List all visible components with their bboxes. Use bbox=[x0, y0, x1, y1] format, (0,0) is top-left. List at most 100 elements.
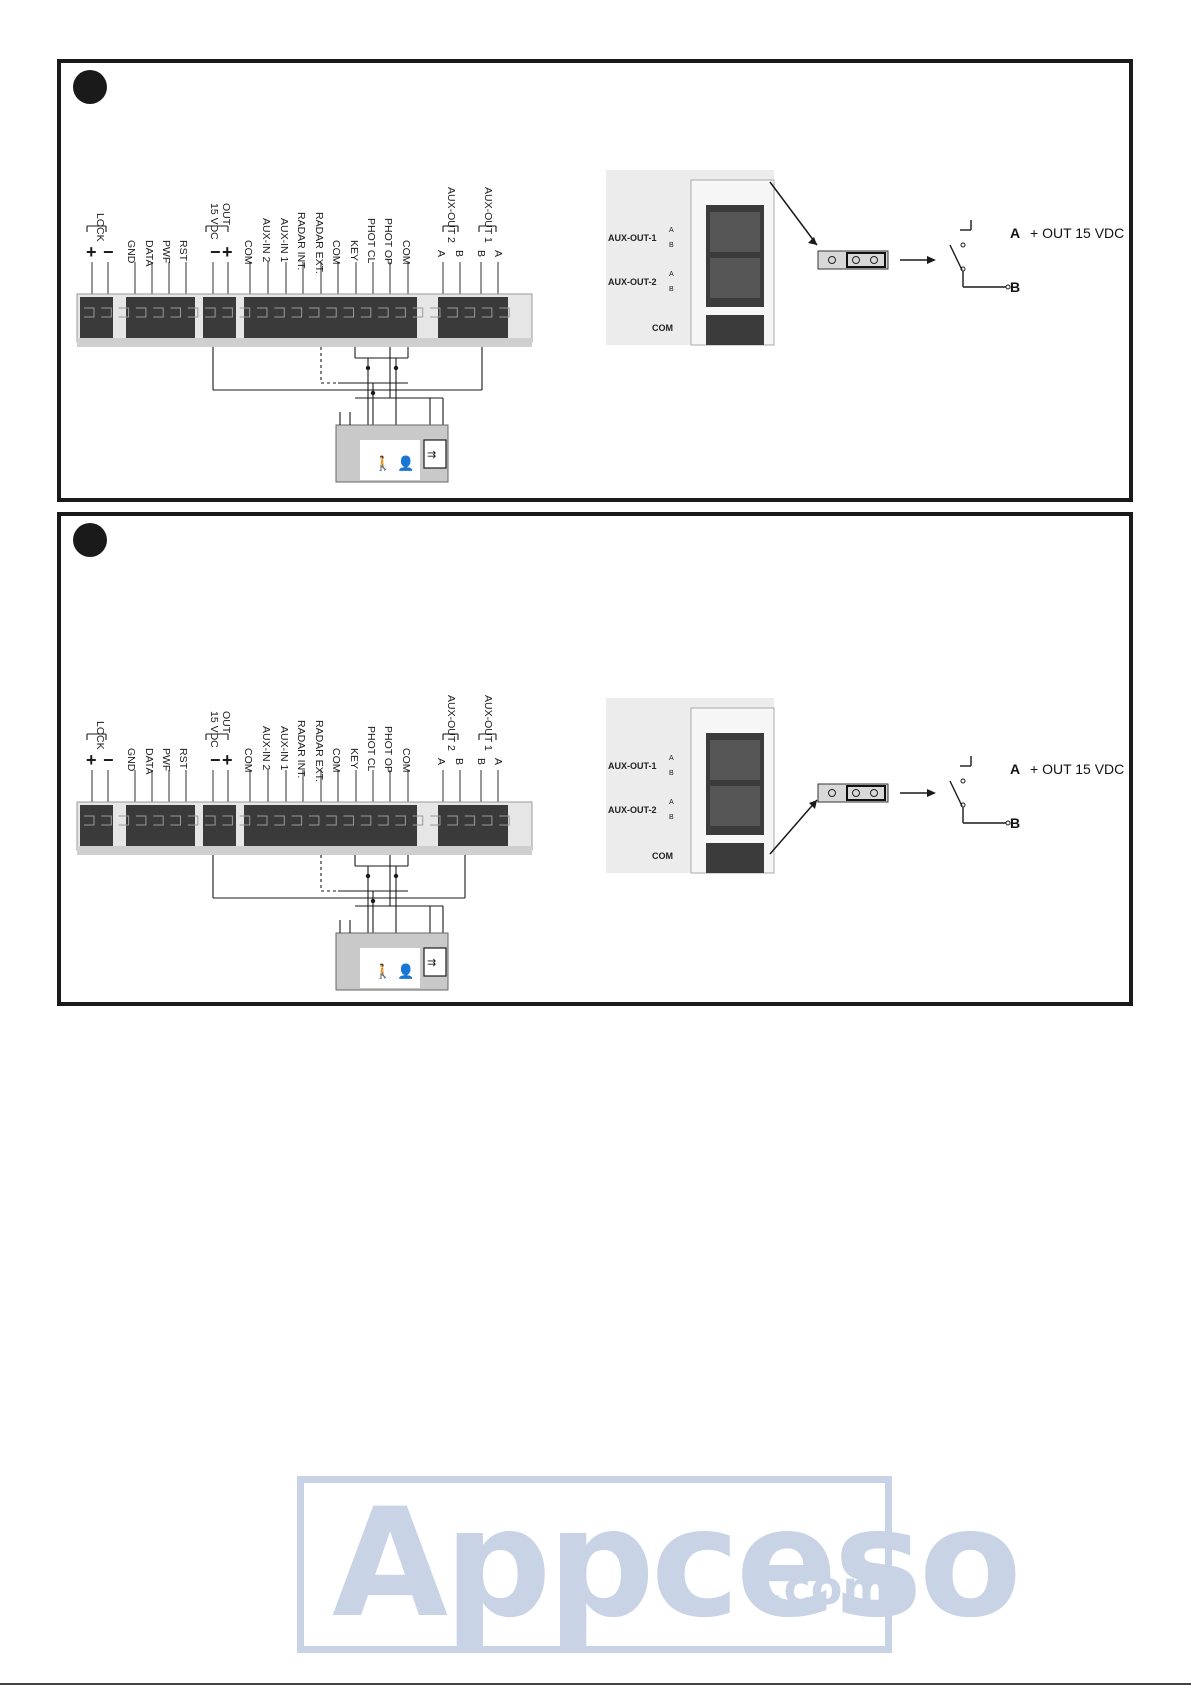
pointer-arrow bbox=[769, 799, 818, 855]
watermark-logo: Appceso .com bbox=[297, 1476, 1022, 1653]
terminal-slot bbox=[222, 815, 233, 826]
label-pin: A bbox=[669, 755, 674, 762]
watermark-suffix: .com bbox=[766, 1561, 891, 1615]
label-radar-int: RADAR INT. bbox=[295, 720, 307, 778]
junction-dot bbox=[393, 873, 399, 879]
jumper-pin bbox=[828, 789, 836, 797]
terminal-slot bbox=[378, 815, 389, 826]
label-pwf: PWF bbox=[160, 748, 172, 771]
label-out-15vdc: + OUT 15 VDC bbox=[1030, 225, 1124, 241]
minus-symbol: − bbox=[210, 750, 221, 770]
connector-slot-1 bbox=[710, 212, 760, 252]
label-pin: B bbox=[669, 770, 674, 777]
connector-slot-1 bbox=[710, 740, 760, 780]
jumper-pin bbox=[852, 789, 860, 797]
wiring-panel-2 bbox=[57, 512, 1133, 1006]
label-a: A bbox=[1010, 761, 1020, 777]
junction-dot bbox=[365, 365, 371, 371]
label-radar-ext: RADAR EXT. bbox=[313, 212, 325, 274]
label-phot-op: PHOT OP bbox=[382, 218, 394, 265]
label-pin: A bbox=[492, 250, 504, 257]
walking-person-icon: 🚶 bbox=[374, 963, 391, 980]
terminal-slot bbox=[343, 815, 354, 826]
label-aux-out-1: AUX-OUT-1 bbox=[608, 233, 657, 243]
arrow-head bbox=[808, 237, 817, 245]
person-detection-icon: 👤 bbox=[397, 455, 414, 472]
label-aux-out-2: AUX-OUT-2 bbox=[608, 805, 657, 815]
label-pin: B bbox=[453, 758, 465, 765]
switch-blade bbox=[949, 780, 963, 807]
label-com: COM bbox=[330, 240, 342, 265]
label-pin: A bbox=[492, 758, 504, 765]
label-out: OUT bbox=[220, 711, 232, 734]
connector-slot-2 bbox=[710, 786, 760, 826]
light-curtain-icon: ⇉ bbox=[427, 957, 436, 969]
terminal-slot bbox=[412, 307, 424, 318]
label-pin: B bbox=[669, 286, 674, 293]
terminal-slot bbox=[326, 307, 337, 318]
sensor-face bbox=[360, 440, 420, 480]
terminal-slot bbox=[499, 815, 510, 826]
sensor-face bbox=[360, 948, 420, 988]
terminal-slot bbox=[464, 815, 476, 826]
terminal-slot bbox=[481, 815, 493, 826]
terminal-slot bbox=[360, 307, 372, 318]
arrow-head bbox=[927, 789, 936, 797]
label-com: COM bbox=[652, 851, 673, 861]
label-com: COM bbox=[330, 748, 342, 773]
connector-com-plug bbox=[706, 315, 764, 345]
plus-symbol: + bbox=[222, 242, 233, 262]
label-phot-cl: PHOT CL bbox=[365, 218, 377, 263]
terminal-slot bbox=[343, 307, 354, 318]
plus-symbol: + bbox=[222, 750, 233, 770]
connector-com-plug bbox=[706, 843, 764, 873]
terminal-slot bbox=[135, 307, 147, 318]
plus-symbol: + bbox=[86, 750, 97, 770]
label-com: COM bbox=[242, 240, 254, 265]
label-aux-in-1: AUX-IN 1 bbox=[278, 218, 290, 263]
wiring-panel-1 bbox=[57, 59, 1133, 502]
label-rst: RST bbox=[177, 748, 189, 770]
terminal-slot bbox=[412, 815, 424, 826]
label-data: DATA bbox=[143, 748, 155, 774]
label-phot-op: PHOT OP bbox=[382, 726, 394, 773]
terminal-slot bbox=[118, 815, 130, 826]
terminal-slot bbox=[378, 307, 389, 318]
minus-symbol: − bbox=[210, 242, 221, 262]
terminal-b bbox=[1005, 820, 1011, 826]
terminal-slot bbox=[101, 307, 112, 318]
label-pin: A bbox=[669, 799, 674, 806]
junction-dot bbox=[370, 898, 376, 904]
label-aux-in-2: AUX-IN 2 bbox=[260, 726, 272, 771]
label-com: COM bbox=[400, 748, 412, 773]
terminal-slot bbox=[326, 815, 337, 826]
label-pin: B bbox=[453, 250, 465, 257]
label-gnd: GND bbox=[125, 748, 137, 772]
switch-terminal bbox=[960, 778, 966, 784]
label-data: DATA bbox=[143, 240, 155, 266]
label-aux-in-1: AUX-IN 1 bbox=[278, 726, 290, 771]
terminal-slot bbox=[395, 815, 406, 826]
terminal-slot bbox=[291, 307, 303, 318]
jumper-pin bbox=[870, 256, 878, 264]
terminal-slot bbox=[118, 307, 130, 318]
terminal-slot bbox=[308, 815, 320, 826]
terminal-b bbox=[1005, 284, 1011, 290]
label-aux-out-2: AUX-OUT-2 bbox=[608, 277, 657, 287]
label-pin: B bbox=[475, 758, 487, 765]
terminal-slot bbox=[430, 307, 441, 318]
step-number-dot bbox=[73, 523, 107, 557]
jumper-cap bbox=[846, 785, 886, 801]
terminal-slot bbox=[481, 307, 493, 318]
pointer-arrow bbox=[769, 181, 818, 246]
terminal-slot bbox=[499, 307, 510, 318]
label-gnd: GND bbox=[125, 240, 137, 264]
terminal-slot bbox=[205, 307, 216, 318]
label-pin: B bbox=[669, 814, 674, 821]
terminal-slot bbox=[464, 307, 476, 318]
terminal-slot bbox=[84, 307, 95, 318]
label-aux-out-1: AUX-OUT 1 bbox=[482, 695, 494, 751]
label-pin: A bbox=[435, 758, 447, 765]
